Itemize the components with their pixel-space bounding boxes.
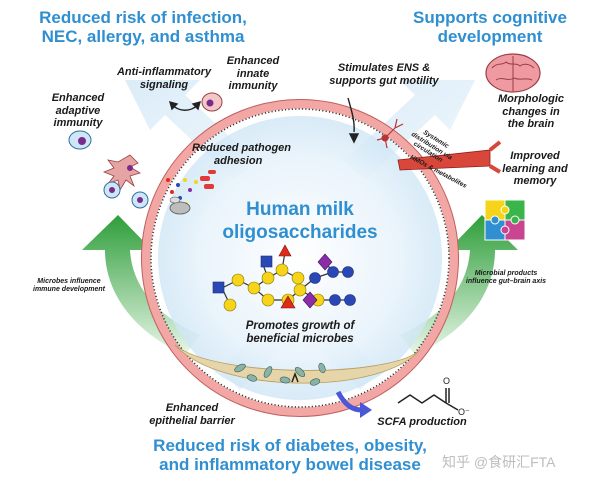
green-arrow-right	[400, 215, 518, 355]
butyrate-molecule-icon	[397, 388, 459, 411]
label-enhanced-innate-1: Enhanced	[226, 55, 280, 67]
oxygen-atom-label: O	[443, 376, 450, 386]
enteric-neuron-icon	[376, 118, 404, 149]
inhibition-mark-icon	[291, 371, 299, 383]
gut-outline	[141, 99, 459, 417]
label-enhanced-adaptive-2: adaptive	[55, 104, 101, 117]
scfa-arrowhead	[360, 402, 372, 418]
adaptive-immune-cell-icon	[68, 130, 92, 150]
label-promotes-growth-1: Promotes growth of	[245, 320, 355, 332]
green-arrow-left	[82, 215, 200, 355]
label-anti-inflammatory-1: Anti-inflammatory	[116, 66, 212, 78]
label-microbes-influence: Microbes influence immune development	[14, 278, 124, 293]
header-cognitive-line-1: Supports cognitive	[413, 8, 567, 27]
label-improved-learning-1: Improved	[510, 150, 560, 162]
header-diabetes-line-1: Reduced risk of diabetes, obesity,	[153, 436, 427, 455]
signaling-double-arrow	[168, 100, 202, 111]
label-improved-learning-2: learning and	[502, 162, 568, 175]
label-anti-inflammatory-2: signaling	[139, 78, 189, 91]
label-morphologic: Morphologic changes in the brain	[486, 93, 576, 131]
label-scfa-production: SCFA production	[377, 416, 467, 428]
label-improved-learning-3: memory	[513, 175, 557, 187]
glycan-glucose-circles	[212, 255, 273, 294]
lymphocyte-cells-icon	[103, 181, 149, 209]
label-enhanced-epithelial: Enhanced epithelial barrier	[132, 402, 252, 427]
glycan-glcnac-squares	[309, 266, 356, 306]
ens-arrow	[347, 97, 360, 144]
beneficial-bacteria-icon	[234, 362, 326, 386]
label-enhanced-epithelial-2: epithelial barrier	[149, 414, 235, 427]
blood-vessel-icon	[397, 140, 502, 174]
label-stimulates-ens-1: Stimulates ENS &	[337, 62, 431, 74]
label-anti-inflammatory: Anti-inflammatory signaling	[108, 66, 220, 91]
label-microbial-products-1: Microbial products	[474, 270, 538, 277]
label-morphologic-1: Morphologic	[498, 93, 564, 105]
brain-icon	[485, 53, 541, 93]
scfa-arrow	[335, 390, 363, 413]
center-title: Human milk oligosaccharides	[190, 198, 410, 244]
label-enhanced-innate-2: innate	[236, 67, 270, 80]
label-morphologic-3: the brain	[507, 118, 555, 130]
header-infection-line-1: Reduced risk of infection,	[39, 8, 247, 27]
header-diabetes-line-2: and inflammatory bowel disease	[159, 455, 421, 474]
header-cognitive-line-2: development	[437, 27, 543, 46]
glycan-fucose-triangles	[278, 244, 296, 309]
label-reduced-pathogen-2: adhesion	[214, 154, 263, 167]
dendritic-cell-icon	[102, 154, 141, 192]
label-enhanced-innate: Enhanced innate immunity	[218, 55, 288, 93]
label-reduced-pathogen: Reduced pathogen adhesion	[192, 142, 322, 167]
center-glow	[158, 116, 442, 400]
gut-wall-ring	[141, 99, 459, 417]
label-enhanced-epithelial-1: Enhanced	[165, 402, 219, 414]
label-morphologic-2: changes in	[502, 105, 560, 118]
header-infection-line-2: NEC, allergy, and asthma	[41, 27, 245, 46]
header-infection-risk: Reduced risk of infection, NEC, allergy,…	[18, 8, 268, 46]
label-microbial-products: Microbial products influence gut–brain a…	[448, 270, 564, 285]
header-cognitive: Supports cognitive development	[390, 8, 590, 46]
label-enhanced-adaptive: Enhanced adaptive immunity	[42, 92, 114, 130]
label-stimulates-ens-2: supports gut motility	[329, 74, 439, 87]
gut-villi	[150, 108, 450, 408]
label-improved-learning: Improved learning and memory	[490, 150, 580, 188]
center-title-line-1: Human milk	[246, 199, 354, 220]
label-reduced-pathogen-1: Reduced pathogen	[192, 142, 292, 154]
center-title-line-2: oligosaccharides	[222, 222, 378, 243]
label-microbes-influence-1: Microbes influence	[37, 278, 101, 285]
puzzle-pieces-icon	[484, 199, 526, 241]
label-enhanced-innate-3: immunity	[228, 80, 278, 92]
label-microbes-influence-2: immune development	[33, 285, 105, 293]
label-microbial-products-2: influence gut–brain axis	[465, 277, 547, 285]
header-diabetes-risk: Reduced risk of diabetes, obesity, and i…	[110, 436, 470, 474]
watermark: 知乎 @食研汇FTA	[442, 454, 556, 470]
glycan-sialic-diamonds	[302, 253, 333, 309]
label-promotes-growth: Promotes growth of beneficial microbes	[210, 320, 390, 345]
label-enhanced-adaptive-3: immunity	[53, 117, 103, 129]
label-stimulates-ens: Stimulates ENS & supports gut motility	[314, 62, 454, 87]
pathogen-cluster-icon	[166, 170, 216, 215]
innate-immune-cell-icon	[201, 92, 223, 112]
label-promotes-growth-2: beneficial microbes	[246, 332, 354, 345]
oxide-atom-label: O⁻	[458, 407, 470, 417]
label-enhanced-adaptive-1: Enhanced	[51, 92, 105, 104]
